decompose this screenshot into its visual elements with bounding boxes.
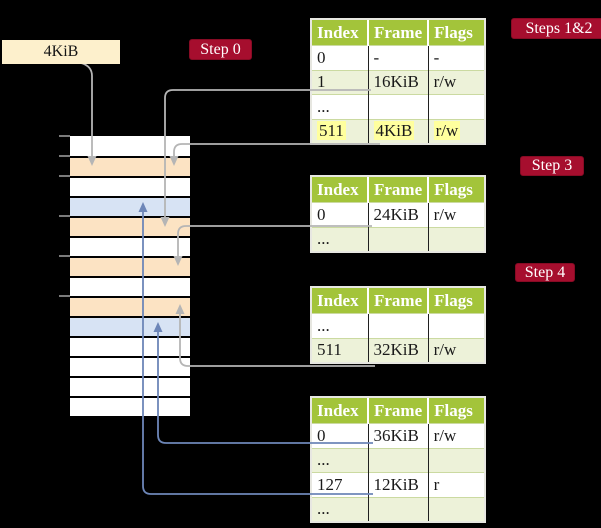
table-cell: r <box>427 472 485 497</box>
highlighted-value: 511 <box>317 121 346 141</box>
table-cell: ... <box>312 447 368 473</box>
memory-frame-row-13 <box>70 396 190 416</box>
column-header-flags: Flags <box>427 20 485 46</box>
column-header-flags: Flags <box>427 177 485 203</box>
table-cell: r/w <box>427 69 485 95</box>
step-3-badge: Step 3 <box>520 156 584 176</box>
memory-frame-row-12 <box>70 376 190 396</box>
table-cell: 1 <box>312 69 368 95</box>
column-header-frame: Frame <box>366 398 429 424</box>
table-cell: r/w <box>427 202 485 227</box>
table-row-3: ... <box>312 496 485 521</box>
table-cell: ... <box>312 226 368 251</box>
table-cell <box>427 94 485 119</box>
memory-frame-row-5 <box>70 236 190 256</box>
table-cell: ... <box>312 94 368 119</box>
memory-frame-row-7 <box>70 276 190 296</box>
column-header-index: Index <box>312 398 368 424</box>
table-cell <box>367 496 429 521</box>
t1-row-511-to-frame-line <box>173 143 380 156</box>
table-cell: - <box>367 45 429 70</box>
memory-frame-row-2 <box>70 176 190 196</box>
table-cell <box>367 447 429 473</box>
column-header-flags: Flags <box>427 398 485 424</box>
table-row-3: 511 4KiB r/w <box>312 118 485 143</box>
column-header-index: Index <box>312 20 368 46</box>
memory-frame-row-9 <box>70 316 190 336</box>
table-cell: 12KiB <box>367 472 429 497</box>
steps-1-2-badge: Steps 1&2 <box>511 18 601 39</box>
memory-frame-row-8 <box>70 296 190 316</box>
table-cell: 511 <box>312 337 368 362</box>
table-cell <box>427 313 485 338</box>
table-cell: r/w <box>427 423 485 448</box>
memory-frame-row-11 <box>70 356 190 376</box>
column-header-flags: Flags <box>427 288 485 314</box>
table-cell: 36KiB <box>367 423 429 448</box>
memory-frame-row-10 <box>70 336 190 356</box>
table-row-1: ... <box>312 226 485 251</box>
highlighted-value: r/w <box>433 121 461 141</box>
step-0-badge: Step 0 <box>189 39 252 60</box>
column-header-frame: Frame <box>366 20 429 46</box>
memory-frame-row-6 <box>70 256 190 276</box>
table-cell: 16KiB <box>367 69 429 95</box>
highlighted-value: 4KiB <box>373 121 415 141</box>
table-cell <box>367 313 429 338</box>
column-header-index: Index <box>312 288 368 314</box>
table-cell: ... <box>312 313 368 338</box>
table-cell: 0 <box>312 45 368 70</box>
table-cell: 4KiB <box>367 118 429 143</box>
table-cell: ... <box>312 496 368 521</box>
table-cell: 24KiB <box>367 202 429 227</box>
table-cell: r/w <box>427 118 485 143</box>
memory-frame-row-0 <box>70 136 190 156</box>
memory-frame-row-4 <box>70 216 190 236</box>
table-cell <box>427 226 485 251</box>
frame-size-label: 4KiB <box>2 40 120 64</box>
table-cell: 127 <box>312 472 368 497</box>
table-row-0: 0-- <box>312 45 485 70</box>
table-cell: - <box>427 45 485 70</box>
memory-frame-row-3 <box>70 196 190 216</box>
column-header-frame: Frame <box>366 288 429 314</box>
table-cell <box>367 94 429 119</box>
table-row-1: ... <box>312 447 485 473</box>
table-cell: 0 <box>312 202 368 227</box>
step-4-badge: Step 4 <box>515 263 575 282</box>
table-row-0: ... <box>312 313 485 338</box>
memory-frame-row-1 <box>70 156 190 176</box>
table-cell <box>367 226 429 251</box>
table-cell: 0 <box>312 423 368 448</box>
table-row-2: ... <box>312 94 485 119</box>
physical-memory-column <box>70 136 190 416</box>
table-cell: 32KiB <box>367 337 429 362</box>
table-cell: r/w <box>427 337 485 362</box>
table-cell <box>427 496 485 521</box>
column-header-index: Index <box>312 177 368 203</box>
table-cell: 511 <box>312 118 368 143</box>
column-header-frame: Frame <box>366 177 429 203</box>
table-cell <box>427 447 485 473</box>
